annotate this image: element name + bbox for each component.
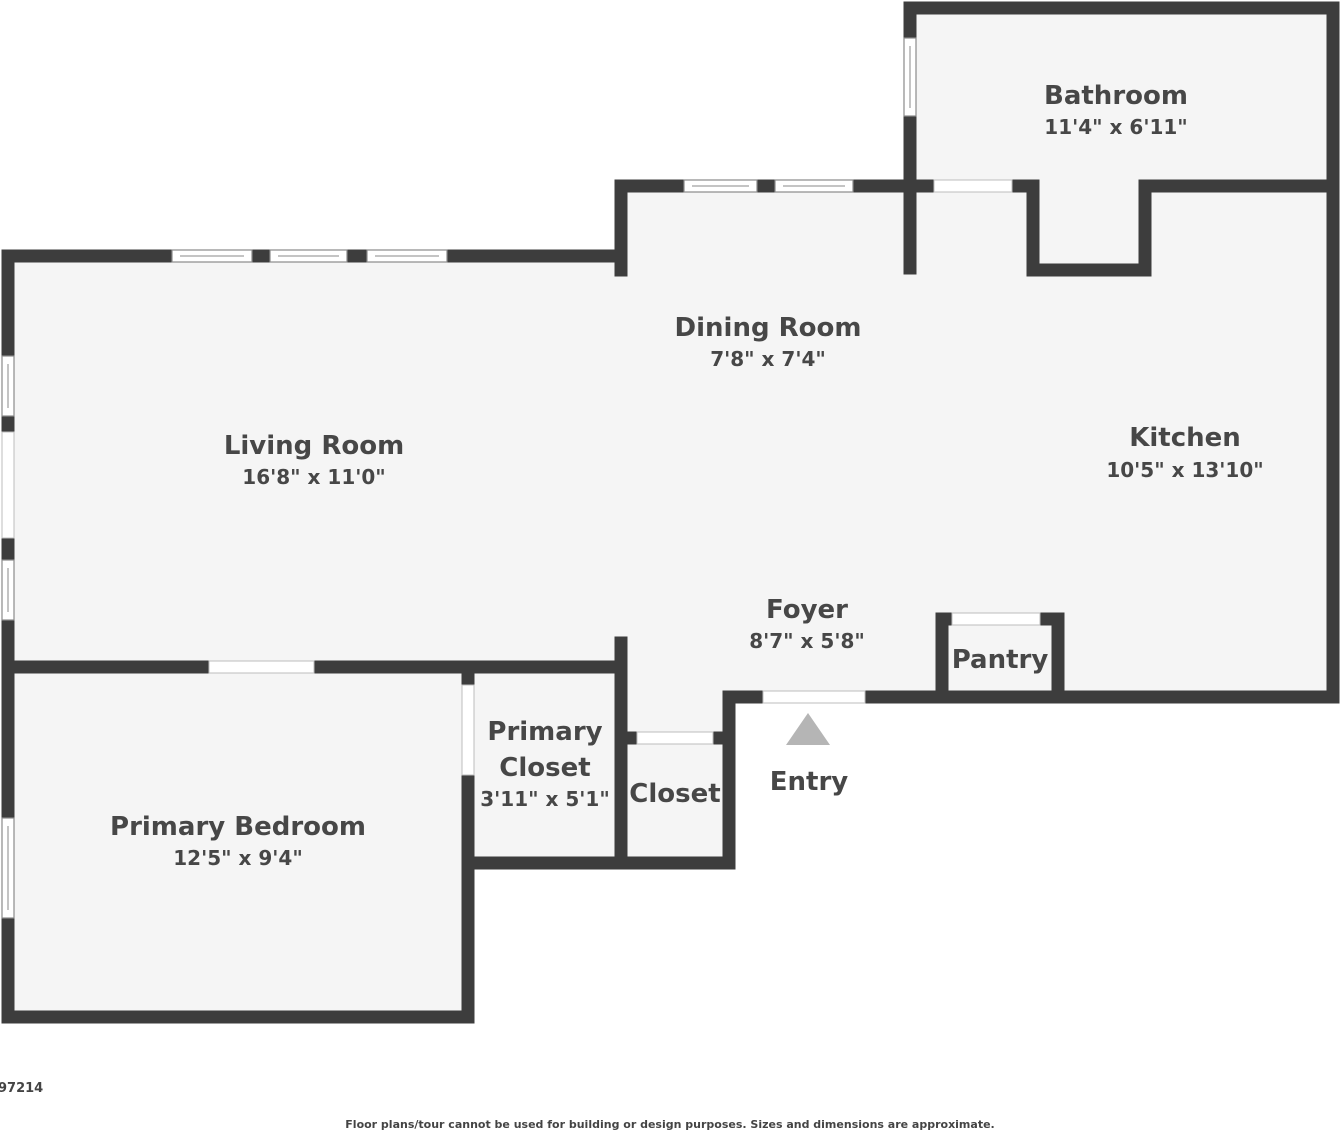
room-name-closet: Closet	[629, 779, 720, 809]
room-dims-bathroom: 11'4" x 6'11"	[1044, 115, 1187, 139]
room-name-kitchen: Kitchen	[1129, 423, 1241, 453]
windows-and-doors	[1, 37, 1041, 919]
room-name-foyer: Foyer	[766, 595, 848, 625]
room-dims-living: 16'8" x 11'0"	[242, 465, 385, 489]
room-name-primary-closet-1: Primary	[487, 717, 602, 747]
entry-label: Entry	[770, 767, 849, 797]
room-name-bathroom: Bathroom	[1044, 81, 1188, 111]
disclaimer: Floor plans/tour cannot be used for buil…	[345, 1118, 995, 1131]
room-dims-kitchen: 10'5" x 13'10"	[1106, 458, 1263, 482]
plan-id: 97214	[0, 1081, 44, 1096]
room-name-dining: Dining Room	[675, 313, 862, 343]
room-dims-primary-closet: 3'11" x 5'1"	[480, 787, 610, 811]
room-name-pantry: Pantry	[952, 645, 1049, 675]
room-dims-foyer: 8'7" x 5'8"	[749, 629, 865, 653]
room-name-primary-bedroom: Primary Bedroom	[110, 812, 366, 842]
entry-arrow-icon	[786, 713, 830, 745]
room-name-primary-closet-2: Closet	[499, 753, 590, 783]
room-dims-dining: 7'8" x 7'4"	[710, 347, 826, 371]
room-name-living: Living Room	[224, 431, 404, 461]
room-dims-primary-bedroom: 12'5" x 9'4"	[173, 846, 303, 870]
